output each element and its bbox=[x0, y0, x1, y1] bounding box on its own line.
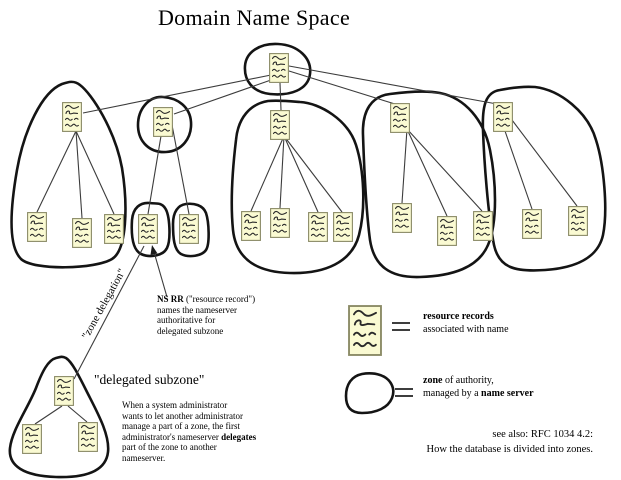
resource-record-icon bbox=[493, 102, 513, 132]
resource-record-icon bbox=[308, 212, 328, 242]
zone-delegated-subzone-outline bbox=[8, 355, 110, 479]
resource-record-icon bbox=[78, 422, 98, 452]
legend-resource-records: resource records associated with name bbox=[423, 311, 509, 335]
resource-record-icon bbox=[27, 212, 47, 242]
resource-record-icon bbox=[62, 102, 82, 132]
legend-zone-of-authority: zone of authority, managed by a name ser… bbox=[423, 375, 534, 399]
zone-center-outline bbox=[230, 99, 365, 275]
resource-record-icon bbox=[333, 212, 353, 242]
ns-rr-annotation: NS RR ("resource record") names the name… bbox=[157, 294, 256, 336]
resource-record-icon bbox=[54, 376, 74, 406]
resource-record-icon bbox=[270, 208, 290, 238]
resource-record-icon bbox=[473, 211, 493, 241]
tree-edges bbox=[34, 65, 578, 425]
zone-right1-outline bbox=[361, 90, 497, 279]
resource-record-icon bbox=[153, 107, 173, 137]
page-title: Domain Name Space bbox=[157, 5, 351, 30]
zone-left-outline bbox=[10, 80, 127, 269]
resource-record-icon bbox=[72, 218, 92, 248]
resource-record-icon bbox=[270, 110, 290, 140]
legend-zone-shape bbox=[344, 372, 395, 415]
resource-record-icon bbox=[138, 214, 158, 244]
resource-record-icon bbox=[390, 103, 410, 133]
resource-record-icon bbox=[437, 216, 457, 246]
zone-root-outline bbox=[243, 42, 312, 96]
legend-resource-record-icon bbox=[348, 305, 382, 356]
equals-icon bbox=[392, 322, 410, 331]
see-also-note: see also: RFC 1034 4.2: How the database… bbox=[426, 429, 593, 455]
resource-record-icon bbox=[241, 211, 261, 241]
zone-delegation-line bbox=[73, 245, 145, 380]
resource-record-icon bbox=[179, 214, 199, 244]
equals-icon bbox=[395, 388, 413, 397]
zone-right2-outline bbox=[481, 85, 607, 272]
zone-sibling-outline bbox=[171, 202, 210, 258]
ns-rr-arrow bbox=[150, 245, 168, 298]
zone-middle-small-outline bbox=[136, 95, 193, 154]
resource-record-icon bbox=[104, 214, 124, 244]
delegated-subzone-label: "delegated subzone" bbox=[94, 372, 205, 387]
zone-delegating-outline bbox=[130, 201, 171, 258]
resource-record-icon bbox=[269, 53, 289, 83]
resource-record-icon bbox=[22, 424, 42, 454]
resource-record-icon bbox=[522, 209, 542, 239]
resource-record-icon bbox=[568, 206, 588, 236]
resource-record-icon bbox=[392, 203, 412, 233]
delegation-paragraph: When a system administrator wants to let… bbox=[122, 400, 257, 463]
